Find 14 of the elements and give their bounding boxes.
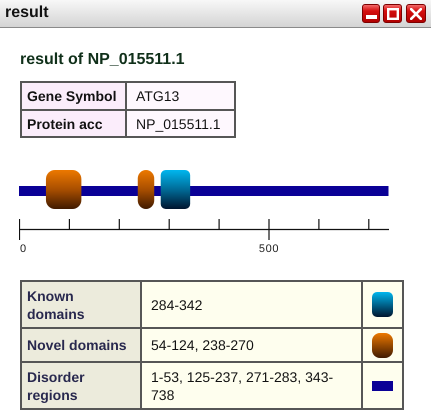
header-cell: Gene Symbol — [22, 83, 125, 109]
value-cell: 54-124, 238-270 — [142, 329, 361, 361]
value-cell: 284-342 — [142, 282, 361, 327]
value-cell: 1-53, 125-237, 271-283, 343-738 — [142, 363, 361, 408]
header-cell: Disorder regions — [22, 363, 140, 408]
header-cell: Known domains — [22, 282, 140, 327]
header-cell: Novel domains — [22, 329, 140, 361]
value-cell: ATG13 — [127, 83, 234, 109]
header-cell: Protein acc — [22, 111, 125, 136]
axis-tick-label: 500 — [258, 243, 280, 255]
window-title: result — [5, 4, 49, 22]
page-heading: result of NP_015511.1 — [20, 51, 185, 69]
value-cell: NP_015511.1 — [127, 111, 234, 136]
axis-tick-label: 0 — [20, 243, 27, 255]
